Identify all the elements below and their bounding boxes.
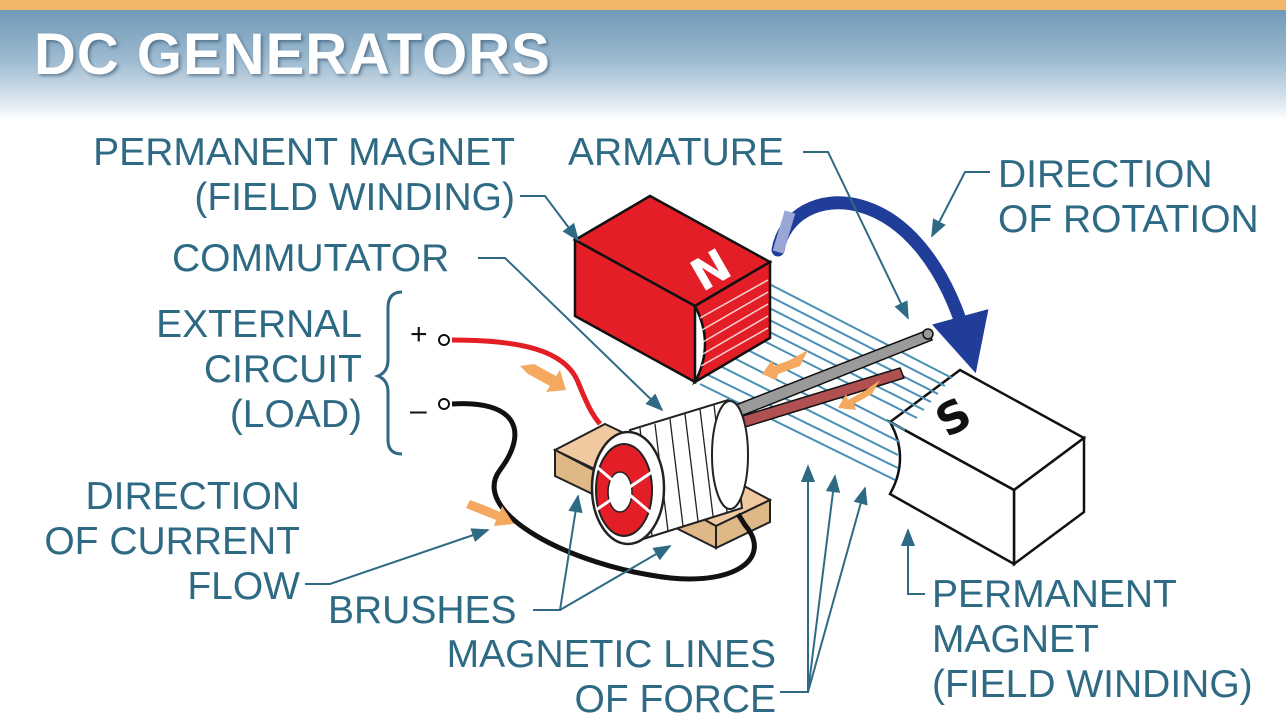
minus-terminal-label: – [410, 394, 427, 427]
page-title: DC GENERATORS [34, 22, 551, 87]
label-magnetic-lines-of-force: MAGNETIC LINES OF FORCE [446, 633, 776, 721]
label-armature: ARMATURE [568, 131, 784, 174]
current-flow-arrows [466, 350, 880, 526]
rotation-arrow [771, 196, 989, 374]
label-permanent-magnet-right: PERMANENT MAGNET (FIELD WINDING) [932, 573, 1253, 706]
south-magnet: S [886, 368, 1087, 567]
leader-lines [305, 151, 990, 693]
top-accent-bar [0, 0, 1286, 10]
label-external-circuit: EXTERNAL CIRCUIT (LOAD) [156, 303, 362, 436]
commutator [590, 398, 749, 546]
label-permanent-magnet-left: PERMANENT MAGNET (FIELD WINDING) [93, 131, 515, 219]
label-direction-of-rotation: DIRECTION OF ROTATION [998, 153, 1259, 241]
external-wires [438, 334, 757, 582]
header-banner [0, 10, 1286, 120]
external-circuit-bracket [373, 290, 403, 456]
north-magnet: N [572, 194, 773, 386]
label-direction-of-current-flow: DIRECTION OF CURRENT FLOW [44, 475, 300, 608]
label-brushes: BRUSHES [328, 589, 517, 632]
label-commutator: COMMUTATOR [172, 237, 450, 280]
plus-terminal-label: + [410, 318, 428, 351]
armature-loop [726, 328, 934, 429]
